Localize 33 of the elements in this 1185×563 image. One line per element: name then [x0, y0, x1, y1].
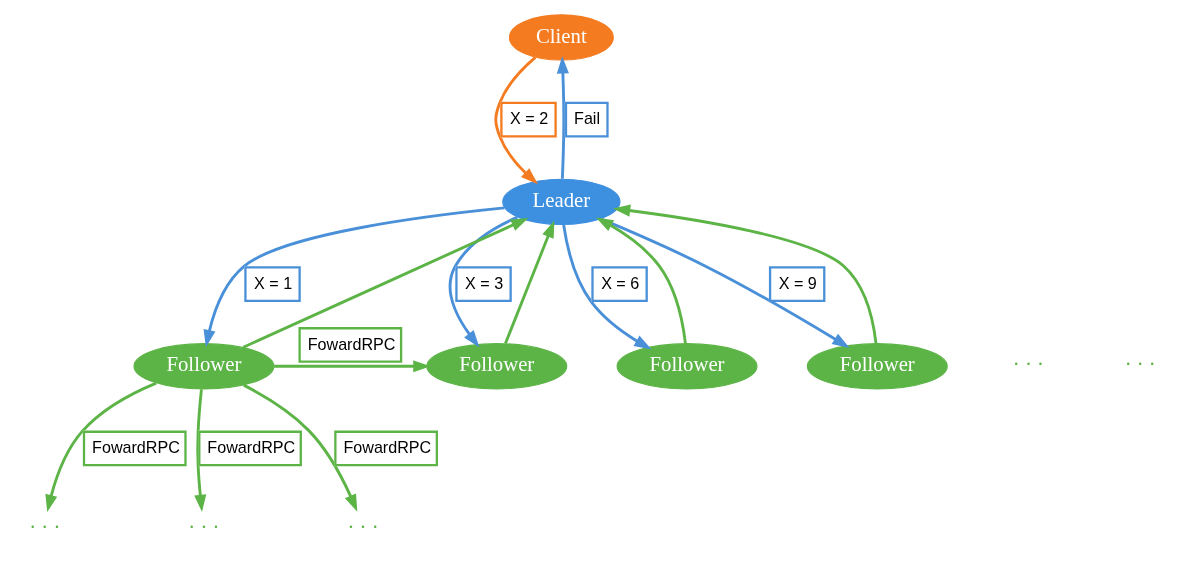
arrow	[556, 55, 569, 179]
node-ellipse: Follower	[426, 342, 568, 389]
arrow	[194, 388, 207, 512]
edge-label: FowardRPC	[207, 437, 296, 456]
edge-label: X = 6	[601, 273, 640, 292]
node-ellipse: Follower	[616, 342, 758, 389]
edge-label: FowardRPC	[343, 437, 432, 456]
label: · · ·	[1012, 352, 1044, 375]
node-ellipse: Follower	[806, 342, 948, 389]
arrow	[45, 381, 157, 512]
arrow	[612, 204, 878, 343]
arrow	[243, 383, 358, 512]
node-text: · · ·	[347, 515, 379, 538]
node-text: · · ·	[29, 515, 61, 538]
label: · · ·	[1124, 352, 1156, 375]
arrow	[596, 216, 687, 343]
arrow	[203, 205, 505, 347]
arrow	[242, 217, 529, 349]
edge-label: Fail	[574, 108, 601, 127]
node-ellipse: Client	[508, 13, 614, 61]
edge-label: X = 2	[510, 108, 549, 127]
edge-label: X = 1	[254, 273, 293, 292]
node-ellipse: Follower	[133, 342, 275, 389]
arrow	[504, 220, 555, 344]
arrow	[448, 215, 518, 347]
edge-label: FowardRPC	[307, 334, 396, 353]
edge-label: X = 9	[778, 273, 817, 292]
edge-label: FowardRPC	[92, 437, 180, 456]
arrow	[494, 55, 538, 184]
arrow	[562, 224, 652, 349]
node-text: · · ·	[188, 515, 220, 538]
node-ellipse: Leader	[502, 178, 621, 225]
edge-label: X = 3	[465, 273, 504, 292]
